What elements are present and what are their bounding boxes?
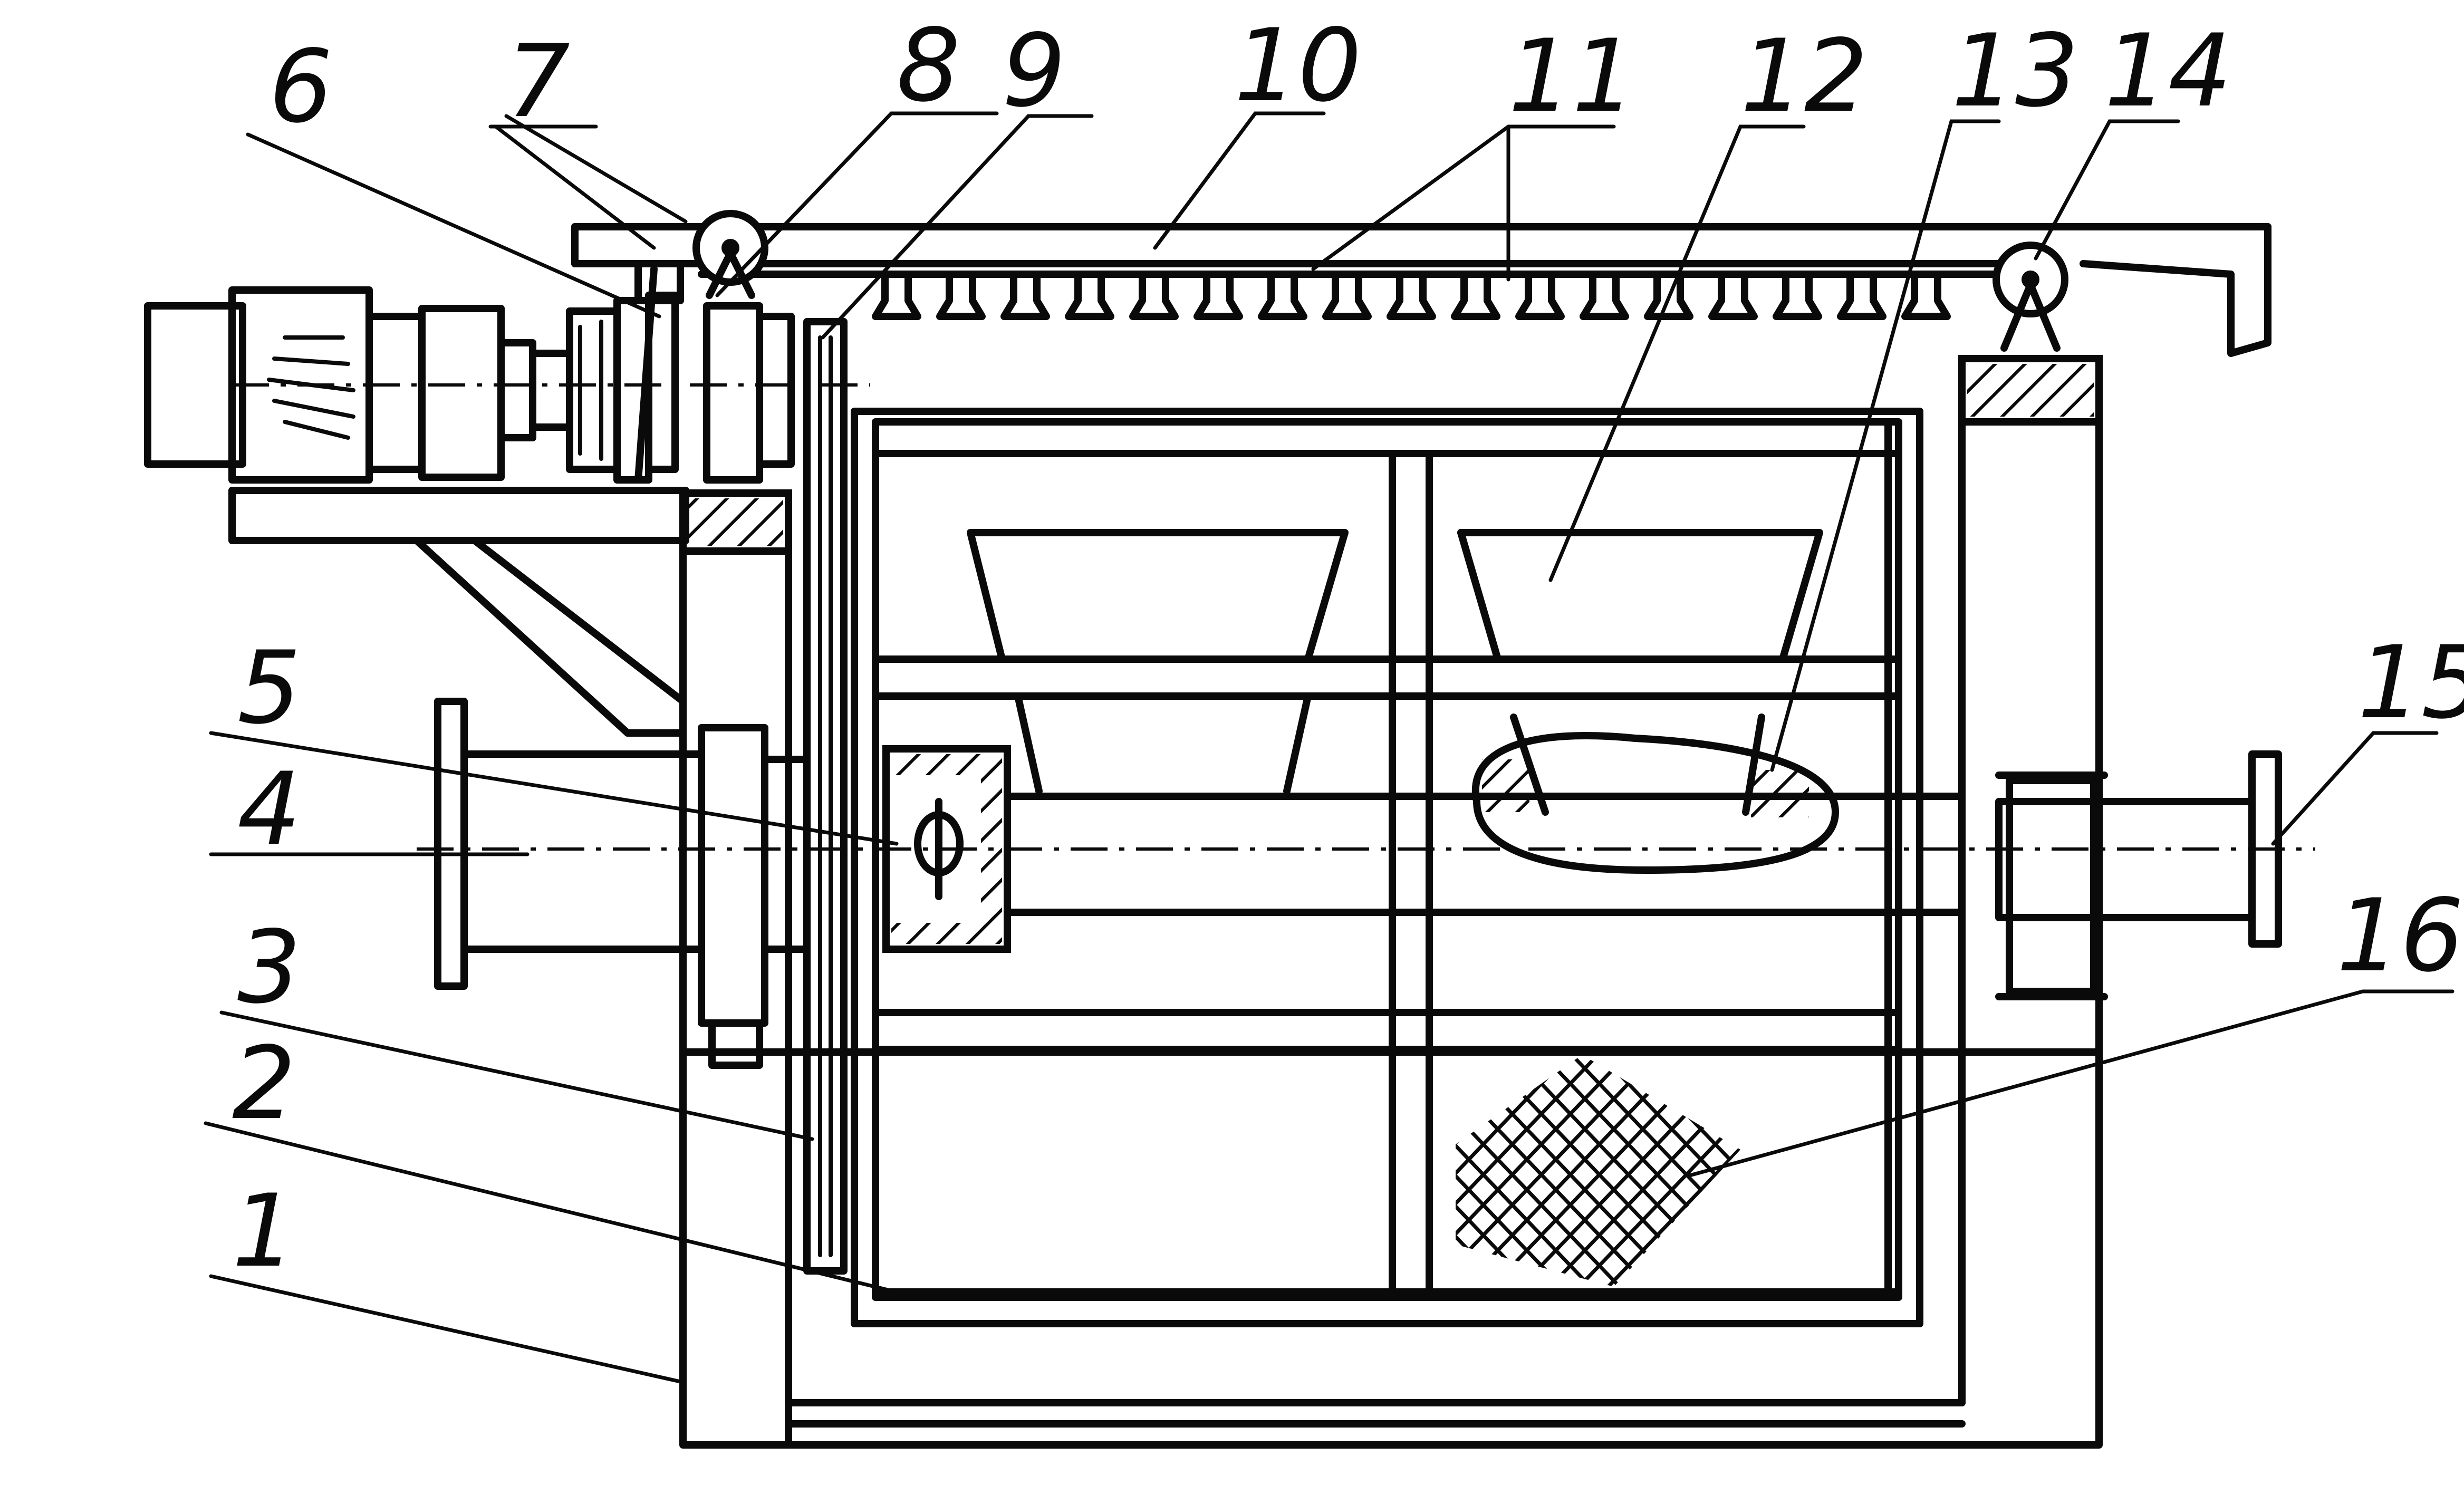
- mesh-wire: [1456, 1055, 1629, 1287]
- callout-9: 9: [1002, 13, 1066, 129]
- spray-nozzle: [1322, 273, 1372, 320]
- callout-7: 7: [506, 23, 570, 140]
- callout-13: 13: [1951, 13, 2079, 129]
- drive-rod: [803, 318, 848, 1275]
- right-pulley: [1993, 242, 2068, 352]
- mesh-wire: [1456, 1055, 1484, 1287]
- spray-nozzle-row: [872, 273, 1951, 320]
- spray-nozzle: [1194, 273, 1243, 320]
- mesh-wire: [1480, 1055, 1716, 1287]
- drum-frame: [851, 408, 1923, 1327]
- mesh-wire: [1625, 1055, 1740, 1287]
- mesh-wire: [1456, 1055, 1602, 1287]
- callout-6: 6: [269, 28, 333, 145]
- mesh-wire: [1715, 1055, 1740, 1287]
- spray-nozzle: [1901, 273, 1951, 320]
- spray-nozzle: [1387, 273, 1436, 320]
- mesh-wire: [1541, 1055, 1740, 1287]
- spray-nozzle: [936, 273, 986, 320]
- callout-labels: 1 2 3 4 5 6 7 8 9 10 11 12 13 14 15 16: [232, 7, 2464, 1289]
- mesh-wire: [1137, 1055, 1369, 1297]
- mesh-wire: [1456, 1055, 1631, 1287]
- callout-16: 16: [2336, 878, 2464, 994]
- callout-4: 4: [237, 751, 301, 867]
- mesh-wire: [1456, 1055, 1658, 1287]
- mesh-wire: [1628, 1055, 1740, 1287]
- spray-nozzle: [1515, 273, 1565, 320]
- mesh-wire: [1108, 1055, 1340, 1297]
- spray-nozzle: [1837, 273, 1886, 320]
- spray-nozzle: [1129, 273, 1179, 320]
- callout-2: 2: [232, 1025, 296, 1142]
- callout-3: 3: [237, 909, 301, 1026]
- mesh-wire: [1456, 1055, 1660, 1287]
- leader-lines: [204, 111, 2455, 1384]
- spray-nozzle: [1000, 273, 1050, 320]
- callout-10: 10: [1234, 7, 1362, 124]
- spray-nozzle: [1258, 273, 1307, 320]
- mesh-wire: [1456, 1055, 1542, 1287]
- mesh-wire: [1538, 1055, 1740, 1287]
- mesh-wire: [1512, 1055, 1740, 1287]
- mesh-wire: [1743, 1055, 1975, 1297]
- mesh-wire: [1599, 1055, 1740, 1287]
- mesh-wire: [1456, 1055, 1687, 1287]
- left-pedestal: [679, 489, 792, 1058]
- mesh-wire: [1456, 1055, 1689, 1287]
- top-rail: [571, 223, 2272, 357]
- mesh-wire: [1456, 1055, 1600, 1287]
- spray-nozzle: [1451, 273, 1500, 320]
- callout-11: 11: [1508, 18, 1636, 134]
- mesh-screen: [1108, 1055, 1975, 1297]
- mesh-wire: [1166, 1055, 1398, 1297]
- mesh-wire: [1567, 1055, 1740, 1287]
- spray-nozzle: [872, 273, 921, 320]
- mesh-wire: [1712, 1055, 1740, 1287]
- callout-12: 12: [1740, 18, 1868, 134]
- callout-14: 14: [2104, 13, 2232, 129]
- callout-5: 5: [237, 630, 301, 746]
- mesh-wire: [1483, 1055, 1718, 1287]
- basket-cutaway: [1472, 713, 1839, 874]
- spray-nozzle: [1708, 273, 1758, 320]
- mesh-wire: [1456, 1055, 1544, 1287]
- mesh-wire: [1456, 1055, 1457, 1287]
- mesh-wire: [1456, 1055, 1486, 1287]
- hopper-baskets: [967, 529, 1823, 795]
- callout-8: 8: [897, 7, 960, 124]
- mesh-wire: [1456, 1055, 1571, 1287]
- mesh-wire: [1683, 1055, 1740, 1287]
- spray-nozzle: [1065, 273, 1114, 320]
- spray-nozzle: [1773, 273, 1822, 320]
- mesh-wire: [1456, 1055, 1515, 1287]
- gear-coupling: [566, 260, 684, 484]
- mesh-wire: [1509, 1055, 1740, 1287]
- mesh-wire: [1221, 1055, 1453, 1297]
- left-shaft-flange: [434, 698, 811, 1069]
- motor-bracket: [228, 487, 689, 737]
- left-pulley: [692, 210, 795, 484]
- right-pedestal: [1958, 355, 2108, 1058]
- callout-1: 1: [232, 1173, 296, 1289]
- spray-nozzle: [1644, 273, 1693, 320]
- mesh-wire: [1596, 1055, 1740, 1287]
- spray-nozzle: [1580, 273, 1629, 320]
- callout-15: 15: [2357, 624, 2464, 741]
- mesh-wire: [1456, 1055, 1573, 1287]
